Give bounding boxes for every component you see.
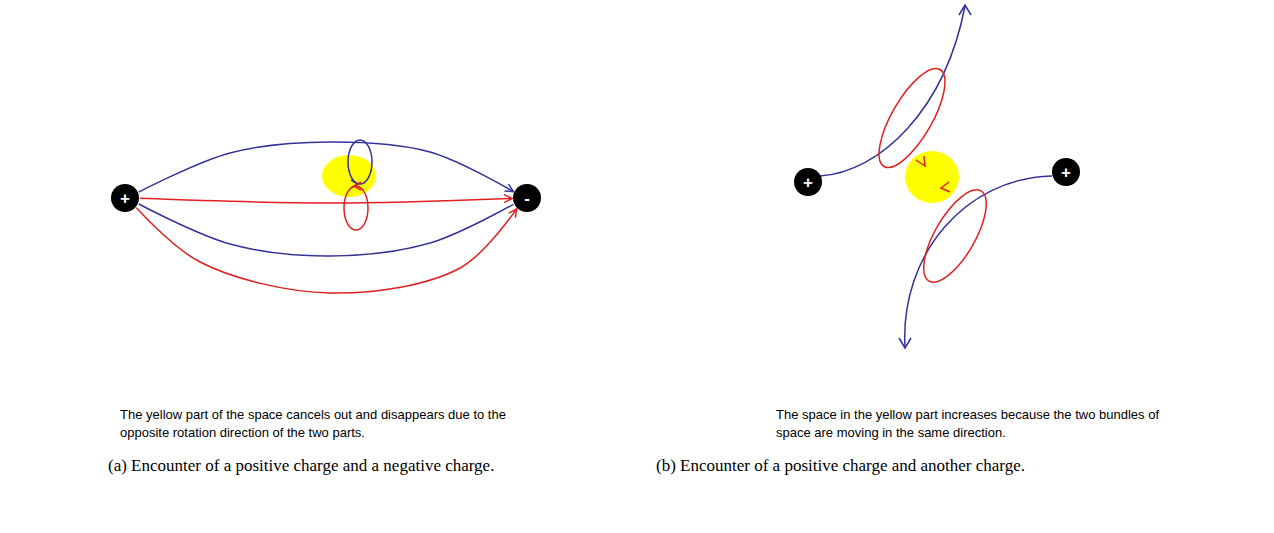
charge-sign: - bbox=[524, 190, 530, 207]
red-loop bbox=[867, 60, 958, 177]
field-line bbox=[139, 142, 514, 192]
charge-sign: + bbox=[803, 174, 813, 191]
charge-circle: + bbox=[794, 168, 822, 196]
charge-sign: + bbox=[120, 190, 130, 207]
charge-circle: + bbox=[1052, 158, 1080, 186]
loop-arrowhead bbox=[941, 182, 950, 192]
figure-caption: (a) Encounter of a positive charge and a… bbox=[108, 452, 538, 479]
space-flow-line bbox=[905, 176, 1052, 347]
space-flow-line bbox=[820, 6, 965, 176]
explanation-note: The yellow part of the space cancels out… bbox=[120, 406, 535, 442]
figure-caption: (b) Encounter of a positive charge and a… bbox=[656, 452, 1086, 479]
charge-sign: + bbox=[1061, 164, 1071, 181]
loop-arrowhead bbox=[916, 156, 925, 166]
flow-arrowhead bbox=[899, 338, 911, 348]
field-line bbox=[139, 204, 514, 256]
red-loop bbox=[344, 186, 368, 230]
increase-zone bbox=[905, 151, 959, 203]
explanation-note: The space in the yellow part increases b… bbox=[776, 406, 1191, 442]
field-line bbox=[140, 198, 512, 203]
loop-arrowhead bbox=[354, 182, 361, 190]
red-loop bbox=[912, 181, 999, 291]
field-line bbox=[136, 208, 516, 293]
charge-circle: + bbox=[111, 184, 139, 212]
flow-arrowhead bbox=[959, 5, 971, 15]
blue-loop bbox=[348, 140, 372, 184]
charge-circle: - bbox=[513, 184, 541, 212]
